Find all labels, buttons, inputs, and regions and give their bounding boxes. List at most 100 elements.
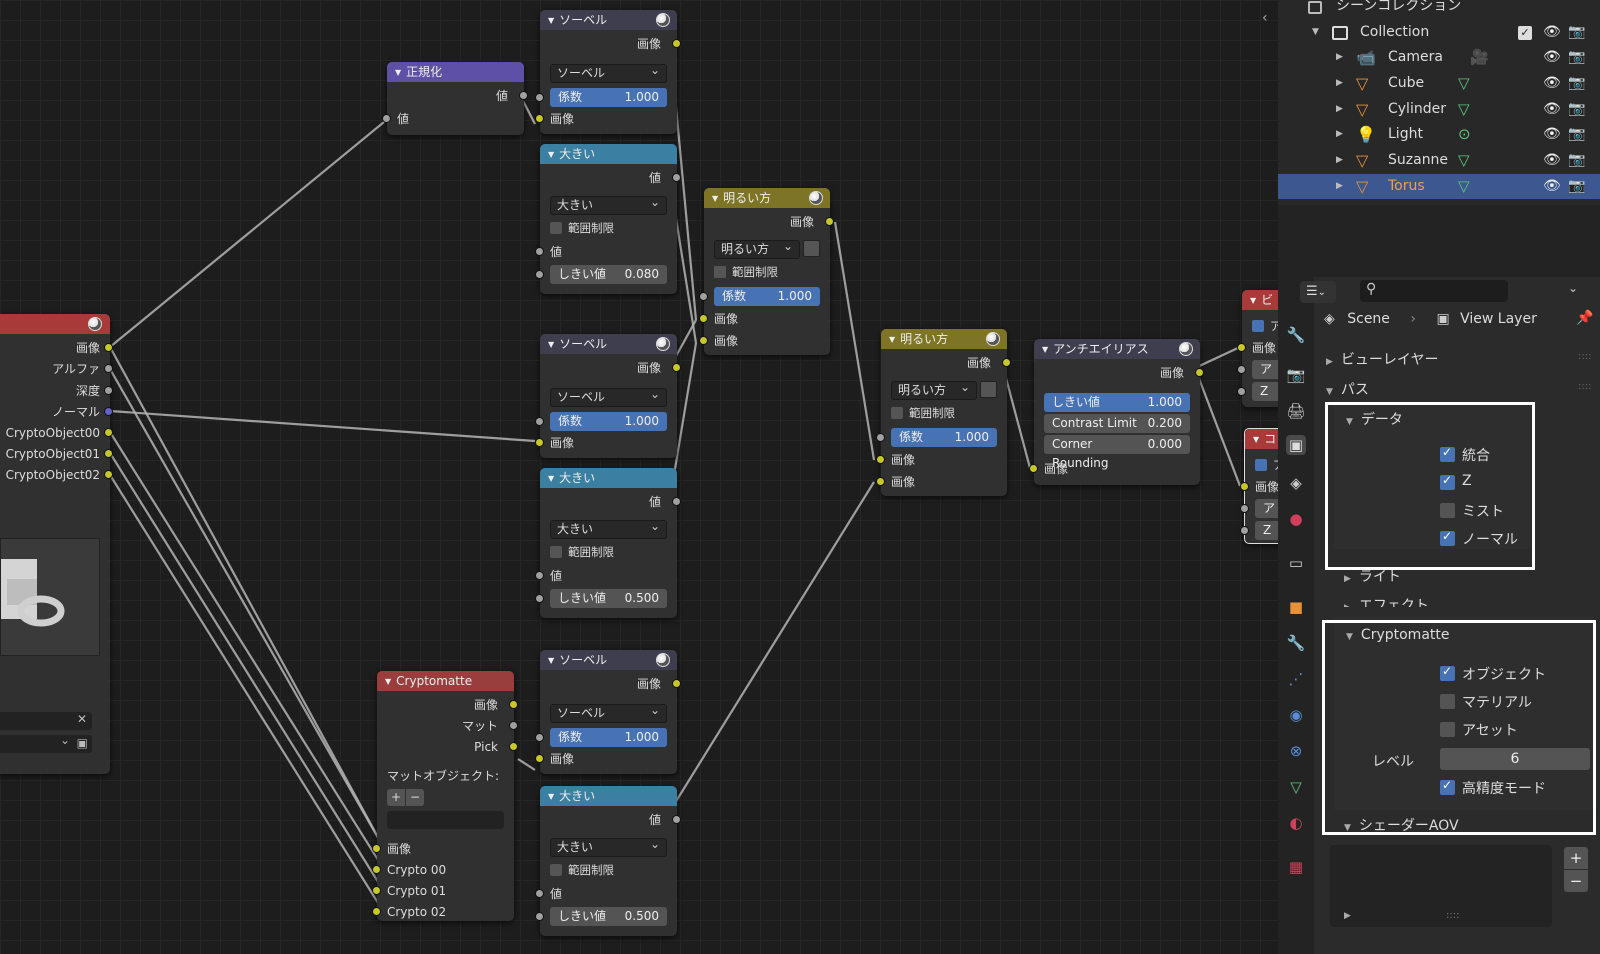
- camera-render-icon[interactable]: 📷: [1568, 24, 1586, 40]
- output-tab-icon[interactable]: 🖨: [1286, 402, 1306, 420]
- composite-header[interactable]: ▼コ: [1245, 429, 1278, 449]
- light-panel-header[interactable]: ▶ライト: [1344, 566, 1401, 586]
- object-data-icon[interactable]: ▽: [1458, 177, 1470, 195]
- collapse-triangle-icon[interactable]: ▼: [548, 792, 555, 801]
- eye-icon[interactable]: 👁: [1543, 100, 1561, 117]
- normalize-node[interactable]: ▼正規化 値 値: [382, 62, 528, 135]
- socket-out-image[interactable]: [1002, 358, 1011, 367]
- add-aov-button[interactable]: +: [1564, 847, 1588, 869]
- view-layer-tab-icon[interactable]: ▣: [1286, 435, 1306, 455]
- sobel-filter-node-3[interactable]: ▼ソーベル 画像 ソーベル 係数1.000 画像: [535, 650, 681, 774]
- expand-triangle-icon[interactable]: ▶: [1336, 103, 1343, 114]
- socket-in-factor[interactable]: [535, 733, 544, 742]
- sobel-header[interactable]: ▼ソーベル: [540, 334, 677, 354]
- clamp-checkbox[interactable]: 範囲制限: [891, 405, 955, 421]
- cryptomatte-node[interactable]: ▼Cryptomatte 画像 マット Pick マットオブジェクト: + − …: [372, 671, 518, 921]
- socket-in-factor[interactable]: [876, 433, 885, 442]
- expand-triangle-icon[interactable]: ▶: [1336, 52, 1343, 62]
- socket-out-alpha[interactable]: [104, 364, 113, 373]
- socket-in-value[interactable]: [535, 889, 544, 898]
- checkbox-icon[interactable]: [1440, 445, 1455, 462]
- socket-out-image[interactable]: [825, 217, 834, 226]
- socket-in-image[interactable]: [535, 754, 544, 763]
- socket-in-image2[interactable]: [699, 336, 708, 345]
- outliner-item-suzanne[interactable]: ▶▽Suzanne▽👁📷: [1278, 148, 1600, 173]
- outliner-item-label[interactable]: Torus: [1388, 178, 1425, 194]
- checkbox-icon[interactable]: [1440, 473, 1455, 490]
- socket-in-value[interactable]: [535, 571, 544, 580]
- outliner-item-cylinder[interactable]: ▶▽Cylinder▽👁📷: [1278, 97, 1600, 122]
- clamp-checkbox[interactable]: 範囲制限: [550, 220, 614, 236]
- sobel-header[interactable]: ▼ソーベル: [540, 10, 677, 30]
- socket-out-value[interactable]: [672, 815, 681, 824]
- data-pass-checkbox-1[interactable]: Z: [1440, 473, 1540, 493]
- camera-render-icon[interactable]: 📷: [1568, 126, 1586, 143]
- sidebar-toggle-chevron-icon[interactable]: ‹: [1262, 10, 1268, 26]
- outliner-item-label[interactable]: Cylinder: [1388, 100, 1446, 117]
- render-layers-node[interactable]: 画像 アルファ 深度 ノーマル CryptoObject00 CryptoObj…: [0, 314, 113, 774]
- socket-in-threshold[interactable]: [535, 912, 544, 921]
- socket-in-factor[interactable]: [535, 93, 544, 102]
- socket-out-crypto00[interactable]: [104, 428, 113, 437]
- outliner-item-label[interactable]: Light: [1388, 126, 1423, 143]
- eye-icon[interactable]: 👁: [1543, 74, 1561, 91]
- search-field[interactable]: ⚲: [1360, 280, 1508, 302]
- collapse-triangle-icon[interactable]: ▼: [395, 68, 402, 77]
- greater-header[interactable]: ▼大きい: [540, 786, 677, 806]
- add-matte-button[interactable]: +: [387, 789, 405, 806]
- socket-out-image[interactable]: [104, 343, 113, 352]
- checkbox-icon[interactable]: [1440, 722, 1455, 737]
- viewer-header[interactable]: ▼ビ: [1242, 290, 1278, 310]
- node-link-13[interactable]: [669, 481, 875, 812]
- layer-browse-icon[interactable]: ▣: [76, 736, 88, 750]
- checkbox-icon[interactable]: [1440, 664, 1455, 681]
- list-resize-handle[interactable]: ::::: [1446, 910, 1460, 921]
- scene-collection-row[interactable]: シーンコレクション: [1278, 0, 1600, 19]
- filter-type-dropdown[interactable]: ソーベル: [550, 386, 667, 407]
- socket-in-z[interactable]: [1237, 387, 1246, 396]
- camera-render-icon[interactable]: 📷: [1568, 178, 1586, 194]
- socket-in-threshold[interactable]: [535, 594, 544, 603]
- object-data-icon[interactable]: 🎥: [1470, 48, 1489, 66]
- socket-in-image2[interactable]: [876, 477, 885, 486]
- node-link-12[interactable]: [833, 221, 876, 461]
- breadcrumb-scene[interactable]: Scene: [1347, 311, 1390, 327]
- socket-out-value[interactable]: [672, 497, 681, 506]
- scene-field[interactable]: ✕: [0, 712, 92, 730]
- camera-render-icon[interactable]: 📷: [1568, 74, 1586, 91]
- alpha-field[interactable]: ア: [1252, 360, 1278, 379]
- texture-tab-icon[interactable]: ▦: [1288, 858, 1304, 876]
- cryptomatte-pass-checkbox-0[interactable]: オブジェクト: [1440, 664, 1580, 684]
- socket-in-crypto02[interactable]: [372, 907, 381, 916]
- socket-in-image[interactable]: [1029, 464, 1038, 473]
- node-link-1[interactable]: [109, 346, 386, 851]
- matte-id-field[interactable]: [387, 811, 504, 829]
- list-expand-triangle-icon[interactable]: ▶: [1344, 911, 1351, 921]
- outliner-item-light[interactable]: ▶💡Light⊙👁📷: [1278, 122, 1600, 147]
- socket-out-depth[interactable]: [104, 386, 113, 395]
- socket-in-factor[interactable]: [535, 417, 544, 426]
- checkbox-box[interactable]: [1255, 459, 1267, 471]
- object-data-icon[interactable]: ▽: [1458, 73, 1470, 92]
- socket-in-z[interactable]: [1240, 526, 1249, 535]
- data-pass-checkbox-2[interactable]: ミスト: [1440, 501, 1540, 521]
- clear-icon[interactable]: ✕: [76, 712, 87, 726]
- outliner-item-camera[interactable]: ▶📹Camera🎥👁📷: [1278, 45, 1600, 70]
- node-link-0[interactable]: [109, 121, 385, 348]
- checkbox-icon[interactable]: [1440, 694, 1455, 709]
- socket-out-value[interactable]: [519, 91, 528, 100]
- operation-dropdown[interactable]: 大きい: [550, 518, 667, 539]
- socket-in-crypto01[interactable]: [372, 886, 381, 895]
- node-link-15[interactable]: [1194, 346, 1241, 369]
- outliner-item-cube[interactable]: ▶▽Cube▽👁📷: [1278, 71, 1600, 96]
- outliner-item-label[interactable]: Suzanne: [1388, 152, 1449, 169]
- socket-out-crypto01[interactable]: [104, 449, 113, 458]
- breadcrumb-viewlayer[interactable]: View Layer: [1460, 311, 1537, 327]
- operation-dropdown[interactable]: 大きい: [550, 194, 667, 215]
- collapse-triangle-icon[interactable]: ▼: [1253, 435, 1260, 444]
